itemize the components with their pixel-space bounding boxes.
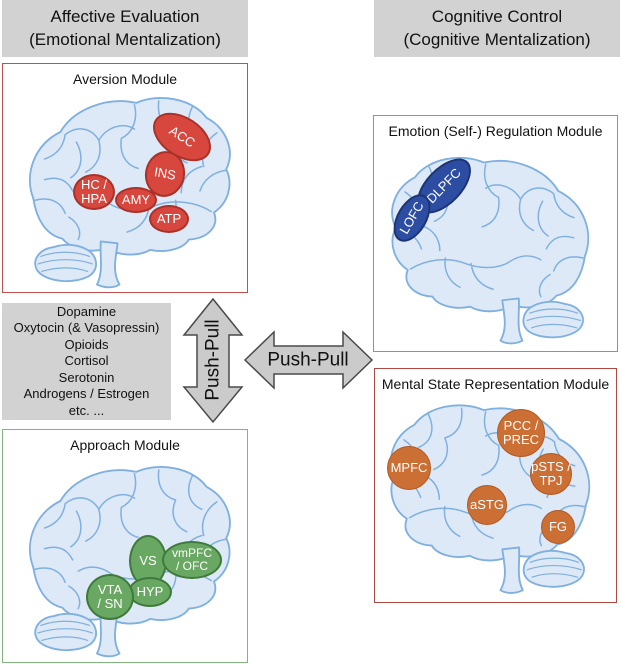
regulation-module-box (373, 115, 618, 352)
approach-module-box (2, 429, 248, 663)
region-vta-sn: VTA / SN (86, 574, 134, 620)
mediator-item: Oxytocin (& Vasopressin) (13, 320, 160, 336)
horizontal-push-pull-label: Push-Pull (267, 350, 348, 371)
region-astg: aSTG (467, 485, 507, 525)
mental-state-module-box (374, 368, 617, 603)
aversion-module-box (2, 63, 248, 293)
horizontal-push-pull-arrow (243, 330, 374, 390)
region-amy: AMY (115, 187, 157, 213)
region-fg: FG (541, 510, 575, 544)
approach-module-title: Approach Module (70, 437, 180, 453)
affective-header-line2: (Emotional Mentalization) (29, 29, 221, 49)
region-pcc-prec: PCC / PREC (497, 409, 545, 457)
region-hyp: HYP (128, 577, 172, 607)
region-mpfc: MPFC (387, 446, 431, 490)
mental-state-module-title: Mental State Representation Module (381, 376, 610, 392)
vertical-push-pull-arrow (182, 297, 244, 424)
region-hc-hpa: HC / HPA (73, 174, 115, 210)
mediator-item: etc. ... (68, 402, 105, 418)
aversion-module-title: Aversion Module (72, 71, 178, 87)
cognitive-header-line2: (Cognitive Mentalization) (403, 29, 591, 49)
mediator-item: Opioids (64, 336, 109, 352)
mediator-item: Dopamine (56, 303, 117, 319)
affective-evaluation-header: Affective Evaluation (Emotional Mentaliz… (2, 0, 248, 57)
regulation-brain-illustration (391, 156, 590, 345)
vertical-push-pull-label: Push-Pull (203, 319, 224, 400)
mediator-item: Serotonin (58, 369, 115, 385)
affective-header-line1: Affective Evaluation (50, 7, 200, 27)
region-vmpfc-ofc: vmPFC / OFC (162, 541, 222, 579)
region-atp: ATP (149, 205, 189, 233)
mediator-item: Cortisol (64, 353, 109, 369)
mediator-item: Androgens / Estrogen (23, 386, 150, 402)
neuromodulator-list-box: Dopamine Oxytocin (& Vasopressin) Opioid… (2, 303, 171, 420)
cognitive-control-header: Cognitive Control (Cognitive Mentalizati… (374, 0, 620, 57)
cognitive-header-line1: Cognitive Control (431, 7, 563, 27)
region-psts-tpj: pSTS / TPJ (530, 453, 572, 495)
regulation-module-title: Emotion (Self-) Regulation Module (388, 123, 603, 139)
